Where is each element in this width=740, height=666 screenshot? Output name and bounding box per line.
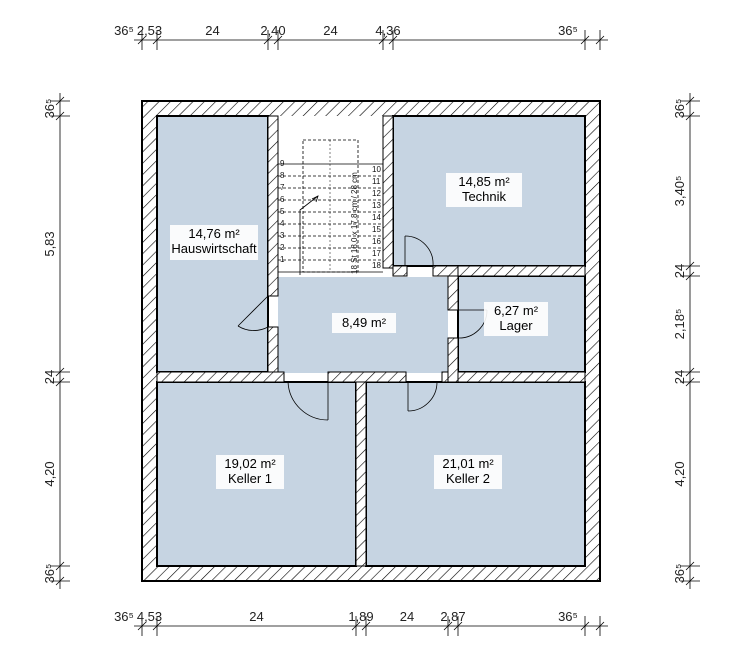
area-keller1: 19,02 m² (224, 456, 276, 471)
dim-top-label: 36⁵ (114, 23, 134, 38)
dim-left-label: 4,20 (42, 461, 57, 486)
name-keller2: Keller 2 (446, 471, 490, 486)
stair-step-number: 10 (372, 165, 381, 174)
stair-step-number: 18 (372, 261, 381, 270)
stair-step-number: 12 (372, 189, 381, 198)
door-technik (404, 235, 434, 267)
dim-top-slash (580, 35, 590, 45)
name-keller1: Keller 1 (228, 471, 272, 486)
dim-right-slash (685, 576, 695, 586)
dim-right-label: 4,20 (672, 461, 687, 486)
area-flur: 8,49 m² (342, 315, 387, 330)
dim-right-label: 3,40⁵ (672, 176, 687, 207)
dim-bottom-label: 36⁵ (114, 609, 134, 624)
dim-top-label: 4,36 (375, 23, 400, 38)
stair-step-number: 11 (372, 177, 381, 186)
dim-bottom-slash (595, 621, 605, 631)
dim-left-label: 24 (42, 370, 57, 384)
door-hauswirtschaft (237, 295, 269, 331)
stair-step-number: 17 (372, 249, 381, 258)
dim-left-label: 5,83 (42, 231, 57, 256)
dim-left-label: 36⁵ (42, 99, 57, 119)
stair-step-number: 8 (280, 171, 285, 180)
stair-step-number: 14 (372, 213, 381, 222)
dim-right-slash (685, 377, 695, 387)
stair-step-number: 6 (280, 195, 285, 204)
door-keller2 (407, 381, 438, 412)
dim-top-slash (263, 35, 273, 45)
dim-right-slash (685, 261, 695, 271)
dim-left-slash (55, 576, 65, 586)
dim-top-slash (152, 35, 162, 45)
dim-bottom-slash (152, 621, 162, 631)
dim-left-label: 36⁵ (42, 564, 57, 584)
dim-left-slash (55, 111, 65, 121)
dim-bottom-label: 1,89 (348, 609, 373, 624)
area-keller2: 21,01 m² (442, 456, 494, 471)
dim-bottom-slash (137, 621, 147, 631)
area-technik: 14,85 m² (458, 174, 510, 189)
stair-step-number: 13 (372, 201, 381, 210)
dim-top-slash (378, 35, 388, 45)
dim-top-slash (595, 35, 605, 45)
stair-step-number: 3 (280, 231, 285, 240)
dim-right-slash (685, 271, 695, 281)
dim-bottom-label: 2,87 (440, 609, 465, 624)
stair-step-number: 16 (372, 237, 381, 246)
name-technik: Technik (462, 189, 507, 204)
staircase: 18 St 18,0 x 17,8 cm / 28 cm (278, 139, 383, 275)
dim-top-slash (137, 35, 147, 45)
dim-bottom-slash (580, 621, 590, 631)
dim-right-slash (685, 561, 695, 571)
dim-right-slash (685, 111, 695, 121)
dim-left-slash (55, 96, 65, 106)
dim-bottom-slash (453, 621, 463, 631)
stair-step-number: 7 (280, 183, 285, 192)
dim-top-label: 2,40 (260, 23, 285, 38)
dim-top-slash (273, 35, 283, 45)
dim-left-slash (55, 561, 65, 571)
stair-step-number: 9 (280, 159, 285, 168)
stair-step-number: 4 (280, 219, 285, 228)
dim-top-label: 24 (323, 23, 337, 38)
stair-step-number: 1 (280, 255, 285, 264)
dim-right-label: 2,18⁵ (672, 309, 687, 340)
dim-left-slash (55, 377, 65, 387)
dim-bottom-slash (443, 621, 453, 631)
dim-bottom-slash (351, 621, 361, 631)
name-lager: Lager (499, 318, 533, 333)
dim-right-label: 36⁵ (672, 564, 687, 584)
stair-label: 18 St 18,0 x 17,8 cm / 28 cm (350, 172, 359, 274)
dim-right-label: 24 (672, 370, 687, 384)
dim-top-slash (388, 35, 398, 45)
dim-right-slash (685, 367, 695, 377)
stair-step-number: 15 (372, 225, 381, 234)
dim-right-label: 36⁵ (672, 99, 687, 119)
dim-top-label: 24 (205, 23, 219, 38)
stair-step-number: 5 (280, 207, 285, 216)
dim-top-label: 36⁵ (558, 23, 578, 38)
stair-step-number: 2 (280, 243, 285, 252)
area-hauswirtschaft: 14,76 m² (188, 226, 240, 241)
door-keller1 (287, 381, 329, 421)
dim-left-slash (55, 367, 65, 377)
dim-bottom-label: 36⁵ (558, 609, 578, 624)
dim-bottom-label: 4,53 (137, 609, 162, 624)
dim-right-label: 24 (672, 264, 687, 278)
name-hauswirtschaft: Hauswirtschaft (171, 241, 257, 256)
area-lager: 6,27 m² (494, 303, 539, 318)
dim-bottom-label: 24 (249, 609, 263, 624)
dim-right-slash (685, 96, 695, 106)
dim-bottom-slash (361, 621, 371, 631)
dim-bottom-label: 24 (400, 609, 414, 624)
dim-top-label: 2,53 (137, 23, 162, 38)
